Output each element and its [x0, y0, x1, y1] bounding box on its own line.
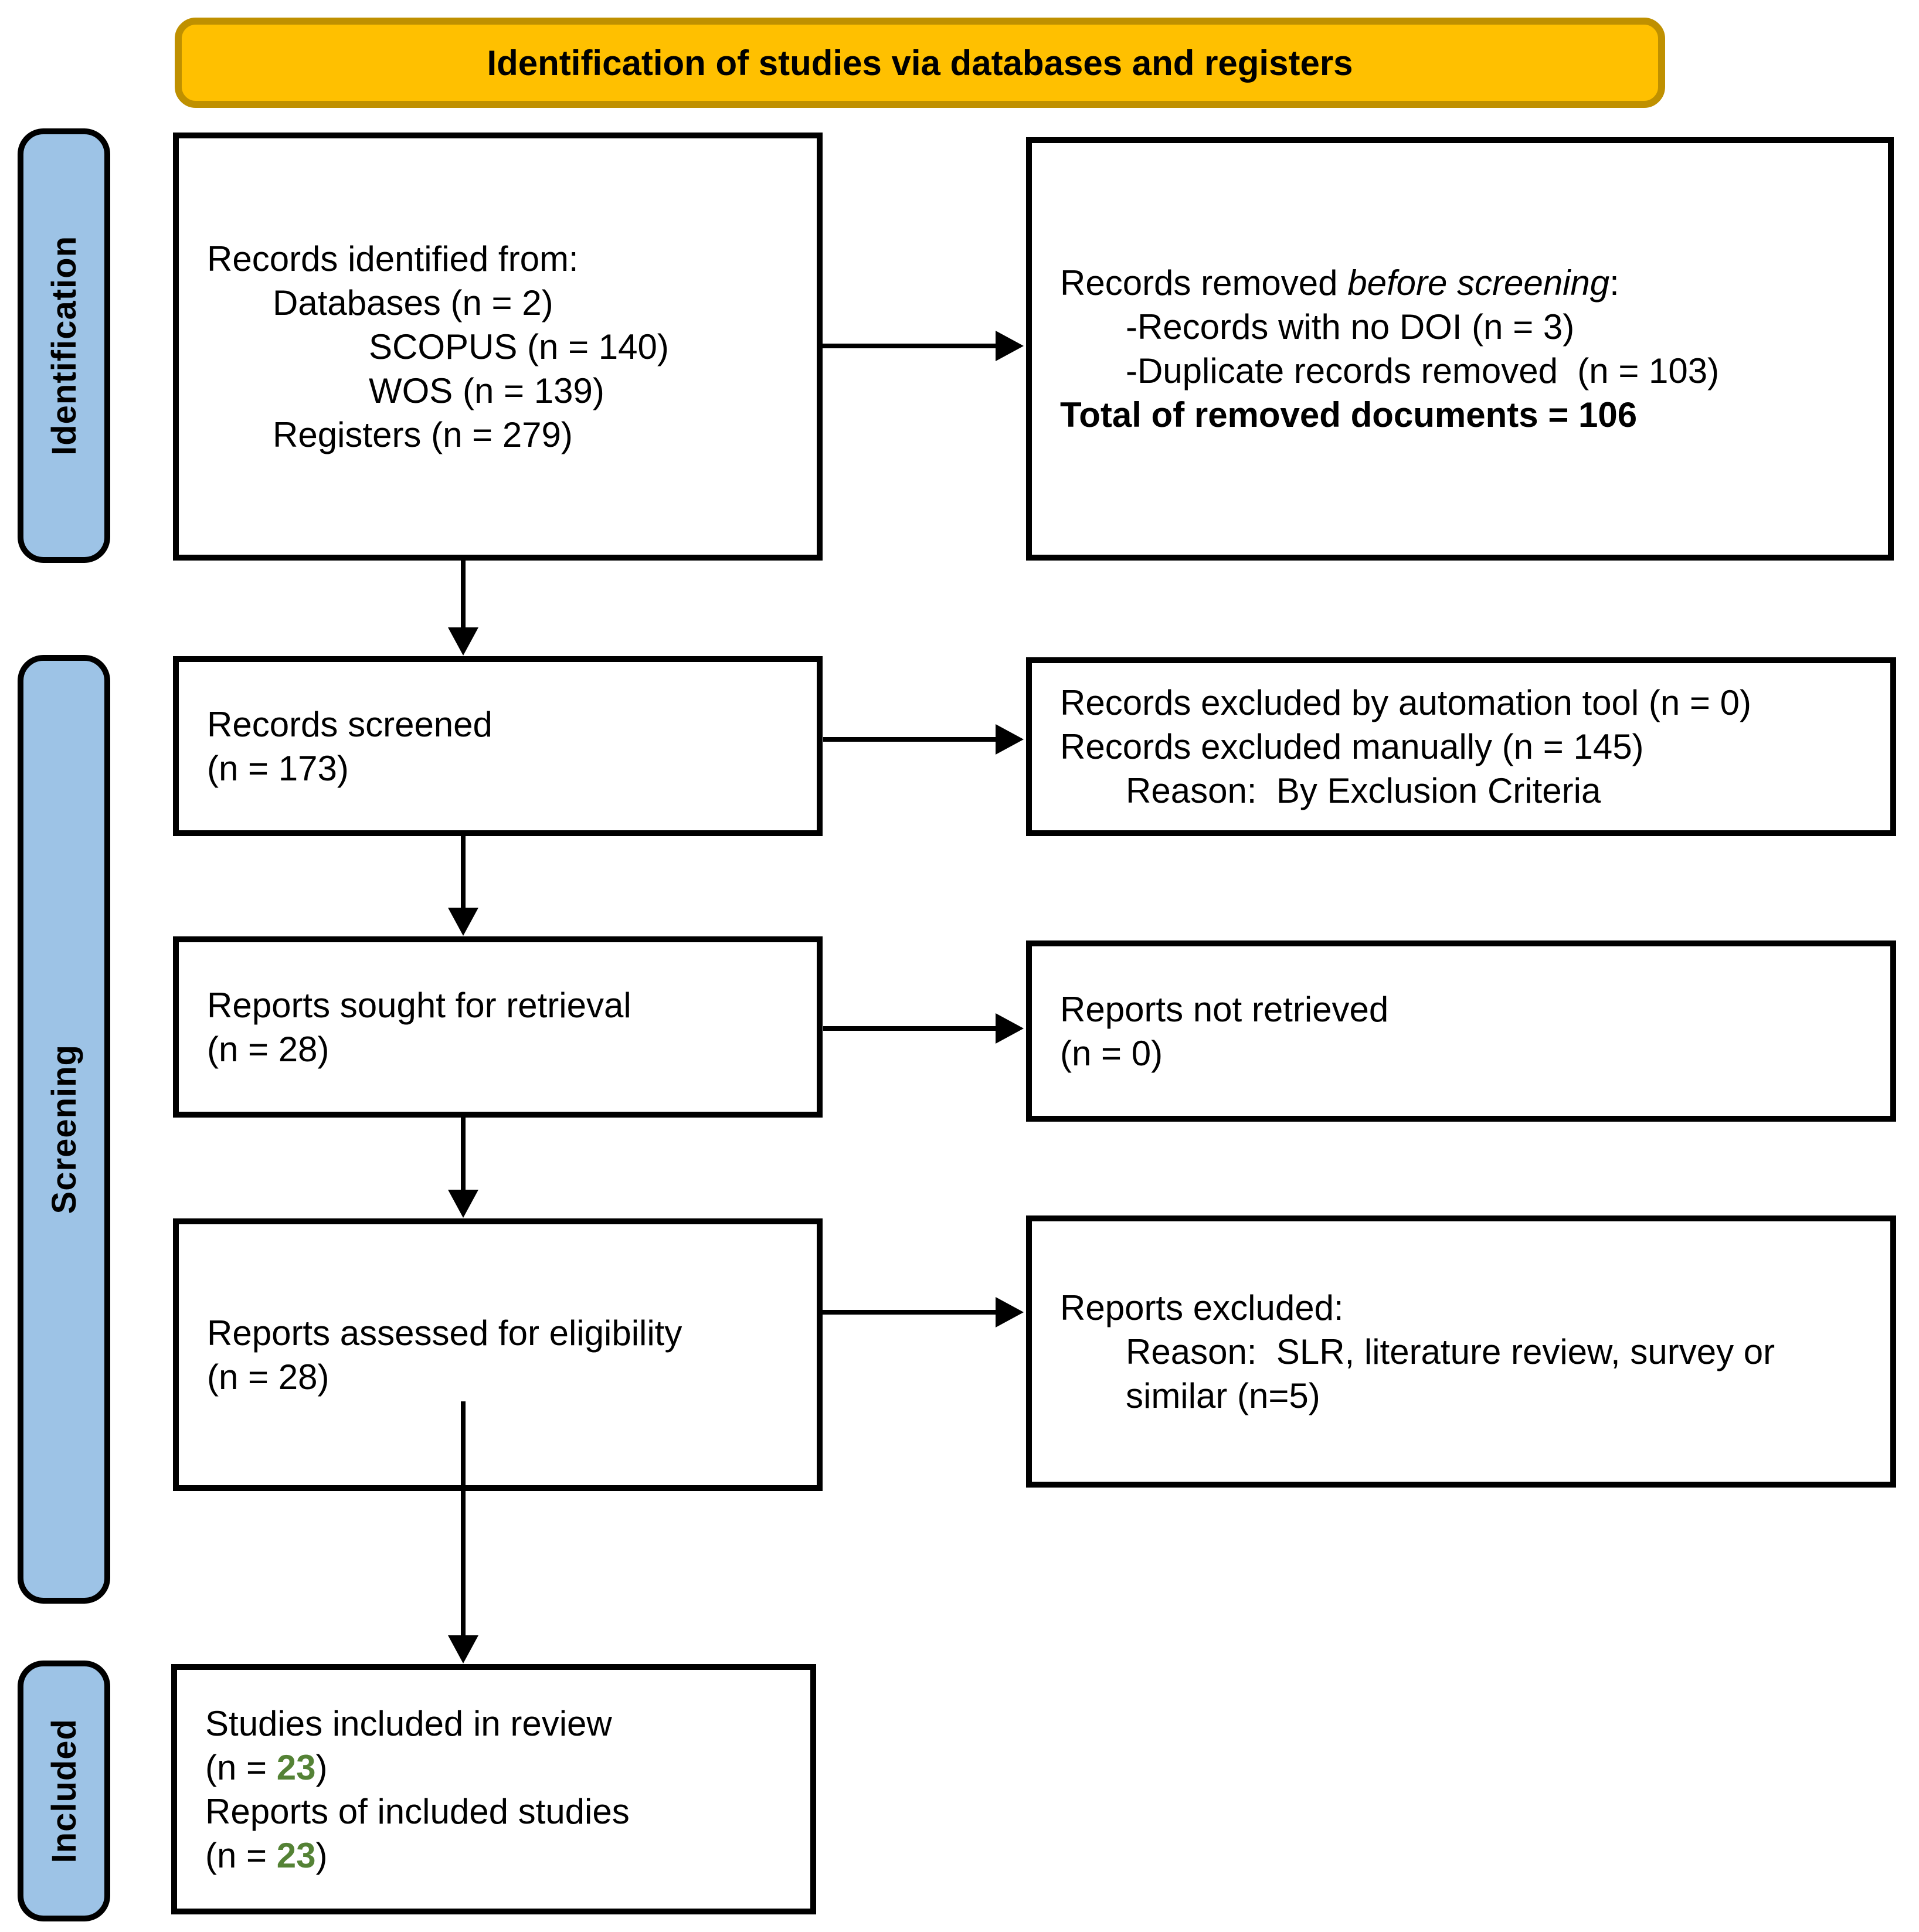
text-segment: SCOPUS (n = 140) [369, 327, 669, 366]
phase-label-included-text: Included [45, 1719, 83, 1863]
text-line: Reports excluded: [1060, 1286, 1874, 1330]
arrow-assessed-to-excluded-head [996, 1297, 1024, 1327]
text-segment: Studies included in review [205, 1703, 612, 1743]
arrow-sought-to-assessed-head [448, 1190, 478, 1218]
text-segment: 23 [276, 1835, 316, 1875]
text-line: Total of removed documents = 106 [1060, 393, 1872, 437]
box-reports-excluded: Reports excluded: Reason: SLR, literature… [1026, 1215, 1896, 1488]
text-segment: Reports not retrieved [1060, 989, 1389, 1029]
text-line: Records screened [207, 702, 800, 746]
text-line: WOS (n = 139) [207, 369, 800, 413]
text-line: (n = 23) [205, 1746, 794, 1790]
text-segment: Reports sought for retrieval [207, 985, 631, 1025]
box-studies-included-in-review: Studies included in review(n = 23)Report… [171, 1664, 816, 1914]
arrow-identified-to-removed-line [821, 344, 998, 348]
text-line: Registers (n = 279) [207, 413, 800, 457]
text-line: Records identified from: [207, 237, 800, 281]
banner-title-text: Identification of studies via databases … [487, 43, 1353, 83]
text-segment: 23 [276, 1747, 316, 1787]
text-segment: Reports excluded: [1060, 1288, 1344, 1327]
arrow-screened-to-excluded-head [996, 724, 1024, 755]
text-line: -Records with no DOI (n = 3) [1060, 305, 1872, 349]
text-line: Records excluded by automation tool (n =… [1060, 681, 1874, 725]
text-line: (n = 28) [207, 1027, 800, 1071]
box-reports-assessed-for-eligibility: Reports assessed for eligibility(n = 28) [173, 1218, 823, 1491]
text-segment: Reports of included studies [205, 1791, 630, 1831]
text-line: similar (n=5) [1060, 1374, 1874, 1418]
arrow-assessed-to-included-line [461, 1401, 466, 1637]
phase-label-screening-text: Screening [45, 1044, 83, 1214]
text-line: Databases (n = 2) [207, 281, 800, 325]
text-segment: : [1609, 263, 1619, 303]
arrow-screened-to-excluded-line [823, 737, 998, 742]
text-segment: similar (n=5) [1126, 1376, 1320, 1415]
text-segment: (n = 28) [207, 1357, 330, 1397]
box-records-removed-before-screening: Records removed before screening:-Record… [1026, 137, 1894, 561]
text-segment: (n = [205, 1835, 277, 1875]
text-line: Reason: By Exclusion Criteria [1060, 769, 1874, 813]
text-segment: Reason: By Exclusion Criteria [1126, 771, 1601, 810]
arrow-sought-to-not-retrieved-line [823, 1026, 998, 1031]
text-segment: Records removed [1060, 263, 1348, 303]
arrow-assessed-to-included-head [448, 1635, 478, 1663]
arrow-identified-to-removed-head [996, 331, 1024, 361]
text-segment: -Records with no DOI (n = 3) [1126, 307, 1575, 347]
text-segment: Records screened [207, 704, 493, 744]
text-segment: (n = [205, 1747, 277, 1787]
box-records-screened: Records screened(n = 173) [173, 656, 823, 836]
text-segment: Reason: SLR, literature review, survey o… [1126, 1332, 1775, 1371]
text-line: Records excluded manually (n = 145) [1060, 725, 1874, 769]
box-records-excluded: Records excluded by automation tool (n =… [1026, 657, 1896, 836]
text-segment: Reports assessed for eligibility [207, 1313, 682, 1353]
text-line: Reports not retrieved [1060, 987, 1874, 1031]
phase-label-identification: Identification [18, 128, 110, 563]
banner-title: Identification of studies via databases … [175, 18, 1665, 108]
text-segment: -Duplicate records removed (n = 103) [1126, 351, 1720, 391]
text-segment: ) [315, 1835, 328, 1875]
phase-label-included: Included [18, 1661, 110, 1921]
text-line: Reports sought for retrieval [207, 983, 800, 1027]
text-segment: Total of removed documents = 106 [1060, 395, 1638, 434]
text-line: -Duplicate records removed (n = 103) [1060, 349, 1872, 393]
text-line: Studies included in review [205, 1702, 794, 1746]
text-segment: Databases (n = 2) [273, 283, 553, 322]
arrow-identified-to-screened-line [461, 558, 466, 630]
text-line: (n = 173) [207, 746, 800, 790]
text-segment: Records excluded manually (n = 145) [1060, 727, 1644, 766]
box-reports-sought-for-retrieval: Reports sought for retrieval(n = 28) [173, 936, 823, 1118]
arrow-screened-to-sought-line [461, 835, 466, 910]
text-segment: ) [315, 1747, 328, 1787]
arrow-assessed-to-excluded-line [821, 1310, 998, 1315]
text-segment: (n = 0) [1060, 1033, 1163, 1073]
text-segment: WOS (n = 139) [369, 371, 604, 410]
text-line: Reason: SLR, literature review, survey o… [1060, 1330, 1874, 1374]
text-line: (n = 0) [1060, 1031, 1874, 1075]
box-reports-not-retrieved: Reports not retrieved(n = 0) [1026, 940, 1896, 1122]
text-segment: (n = 28) [207, 1029, 330, 1069]
arrow-screened-to-sought-head [448, 908, 478, 936]
text-line: (n = 23) [205, 1833, 794, 1877]
text-segment: before screening [1347, 263, 1610, 303]
box-records-identified: Records identified from: Databases (n = 2… [173, 133, 823, 561]
arrow-sought-to-not-retrieved-head [996, 1013, 1024, 1044]
text-segment: Registers (n = 279) [273, 415, 573, 454]
text-segment: (n = 173) [207, 748, 349, 788]
text-line: (n = 28) [207, 1355, 800, 1399]
text-line: Reports assessed for eligibility [207, 1311, 800, 1355]
text-line: SCOPUS (n = 140) [207, 325, 800, 369]
text-segment: Records excluded by automation tool (n =… [1060, 683, 1751, 722]
arrow-identified-to-screened-head [448, 627, 478, 656]
text-segment: Records identified from: [207, 239, 579, 279]
arrow-sought-to-assessed-line [461, 1116, 466, 1191]
phase-label-screening: Screening [18, 655, 110, 1604]
text-line: Records removed before screening: [1060, 261, 1872, 305]
text-line: Reports of included studies [205, 1790, 794, 1833]
phase-label-identification-text: Identification [45, 236, 83, 456]
